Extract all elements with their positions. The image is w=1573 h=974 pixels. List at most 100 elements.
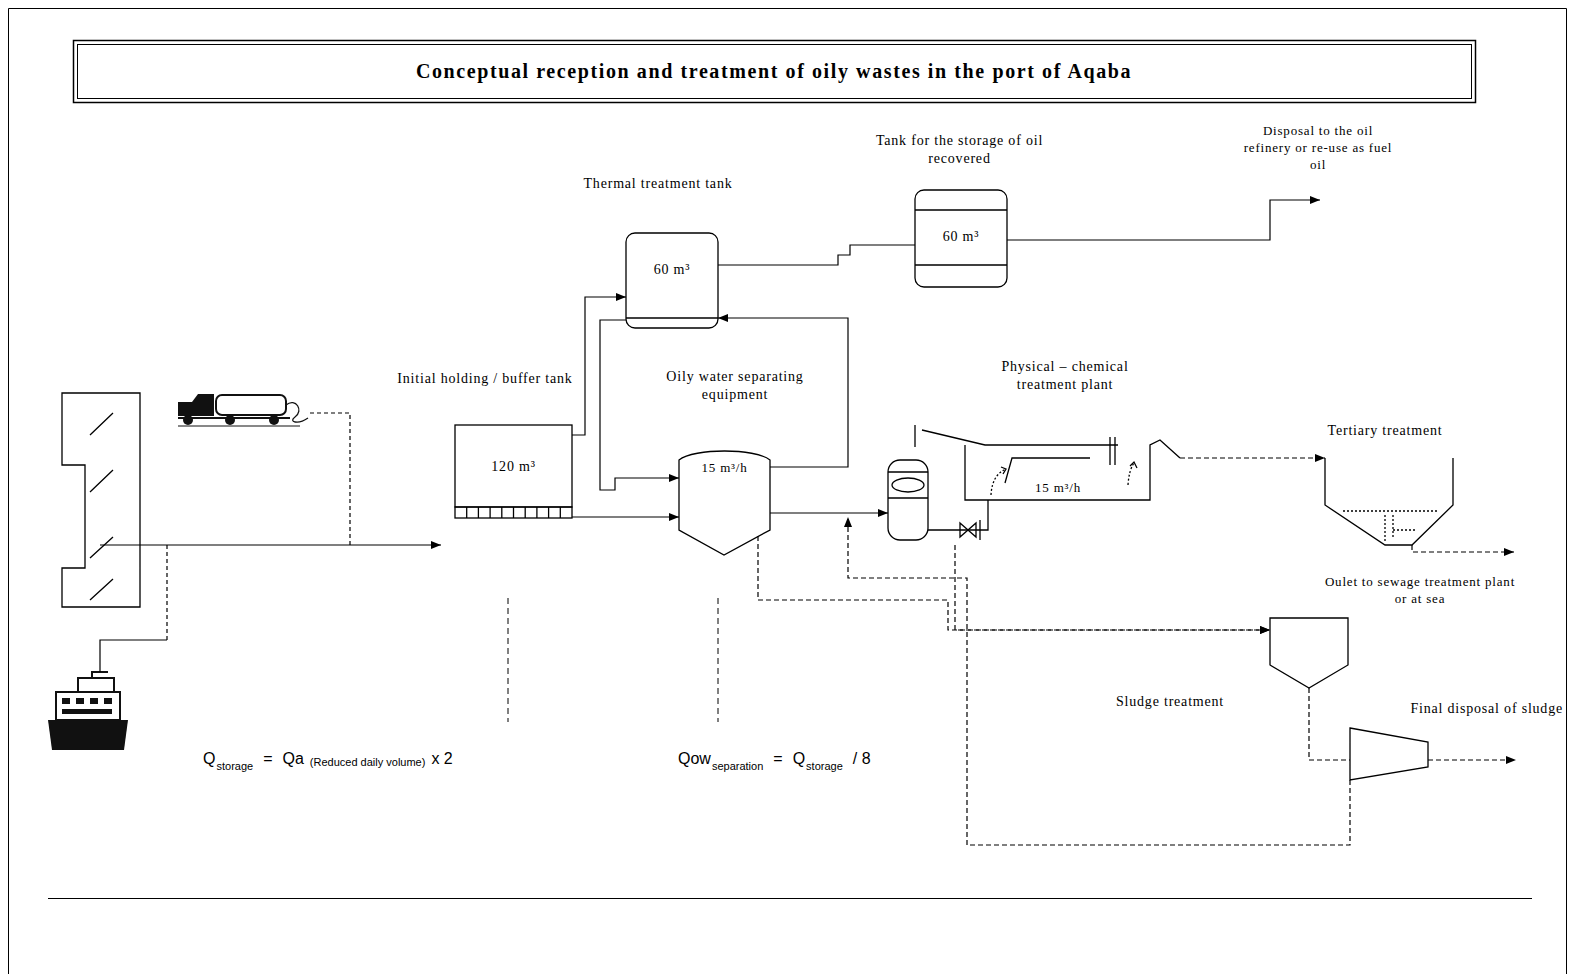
formula-term: = xyxy=(773,750,782,767)
oil-storage-tank: Tank for the storage of oil recovered60 … xyxy=(860,132,1060,289)
buffer-tank-outline xyxy=(560,507,561,518)
tanker-truck xyxy=(216,395,286,415)
sludge-press-outline xyxy=(1350,728,1428,780)
formula-term: Q xyxy=(203,750,215,767)
physico-chemical-plant-outline xyxy=(1128,463,1134,485)
tertiary-clarifier-outline xyxy=(1325,458,1453,545)
formula-term: Qow xyxy=(678,750,711,767)
title-frame xyxy=(78,45,1472,99)
ship xyxy=(78,678,114,692)
physico-chemical-plant: Physical – chemical treatment plant 15 m³… xyxy=(870,358,1190,548)
flow-connector xyxy=(1180,457,1325,458)
physico-chemical-plant-outline xyxy=(1001,467,1006,474)
page-frame xyxy=(9,9,1567,974)
sludge-press-outline xyxy=(1350,728,1428,780)
physico-chemical-plant-outline xyxy=(888,425,1180,545)
physico-chemical-plant-outline xyxy=(922,430,1118,445)
inflow-line xyxy=(166,545,167,640)
sludge-thickener-outline xyxy=(1270,618,1348,688)
bottom-rule xyxy=(48,898,1532,899)
ship xyxy=(48,672,128,750)
tanker-truck xyxy=(183,415,193,425)
thermal-tank-outline xyxy=(626,233,718,328)
tanker-truck xyxy=(269,415,279,425)
formula-term: Q xyxy=(793,750,805,767)
flow-connector xyxy=(718,245,915,265)
tanker-truck xyxy=(225,415,235,425)
flow-connector xyxy=(572,516,679,517)
inflow-line xyxy=(100,544,441,545)
outlet-note: Disposal to the oil refinery or re-use a… xyxy=(1238,122,1398,173)
buffer-tank-outline xyxy=(478,507,479,518)
inflow-line xyxy=(100,640,167,672)
buffer-tank-outline xyxy=(489,507,490,518)
physico-chemical-plant-outline xyxy=(1005,458,1090,483)
node-label: Tertiary treatment xyxy=(1290,422,1480,440)
buffer-tank-outline xyxy=(455,425,572,518)
flow-connector xyxy=(770,512,888,513)
buffer-tank-outline xyxy=(455,425,572,507)
tertiary-clarifier: Tertiary treatment xyxy=(1290,422,1482,548)
physico-chemical-plant-outline xyxy=(928,500,988,530)
oil-storage-tank-outline xyxy=(915,190,1007,287)
sludge-press-outline xyxy=(1350,728,1428,780)
tanker-truck xyxy=(286,403,308,423)
outflow-line xyxy=(1007,200,1320,240)
page-frame xyxy=(9,9,1567,974)
node-label: 60 m³ xyxy=(626,261,718,279)
physico-chemical-plant-outline xyxy=(888,460,928,540)
thermal-tank-outline xyxy=(626,233,718,328)
physico-chemical-plant-outline xyxy=(892,478,924,492)
tank-heading: Tank for the storage of oil recovered xyxy=(872,132,1047,168)
node-label: Sludge treatment xyxy=(1100,693,1240,711)
oil-storage-tank-outline xyxy=(915,190,1007,287)
flow-connector xyxy=(758,536,1270,630)
ship xyxy=(62,709,112,714)
node-label: 15 m³/h xyxy=(1018,479,1098,497)
physico-chemical-plant-outline xyxy=(1130,462,1137,468)
flow-connector xyxy=(955,545,1270,630)
sludge-press-outline xyxy=(1350,728,1428,780)
formula-subscript: storage xyxy=(216,758,253,775)
buffer-tank-outline xyxy=(525,507,526,518)
buffer-tank-outline xyxy=(513,507,514,518)
sludge-thickener-outline xyxy=(1270,618,1348,688)
tanker-truck xyxy=(178,394,214,416)
formula-term: x 2 xyxy=(431,750,452,767)
sludge-thickener: Sludge treatment xyxy=(1100,615,1350,713)
physico-chemical-plant-outline xyxy=(1110,437,1115,465)
title-frame xyxy=(74,41,1476,103)
oil-water-separator-outline xyxy=(679,451,770,555)
buffer-tank-outline xyxy=(536,507,537,518)
ship xyxy=(104,698,112,704)
inflow-line xyxy=(310,413,350,545)
ship xyxy=(92,672,108,678)
oil-storage-tank-outline xyxy=(915,210,1007,265)
formula-term: = xyxy=(263,750,272,767)
outlet-note: Oulet to sewage treatment plant or at se… xyxy=(1320,573,1520,607)
tertiary-clarifier-outline xyxy=(1343,510,1437,511)
diagram-title: Conceptual reception and treatment of oi… xyxy=(80,58,1468,84)
tanker-truck xyxy=(178,394,308,426)
ship xyxy=(90,698,98,704)
formula-note: (Reduced daily volume) xyxy=(310,754,426,771)
outflow-line xyxy=(1007,200,1516,760)
ship xyxy=(48,720,128,750)
tank-heading: Initial holding / buffer tank xyxy=(390,370,580,388)
thermal-tank-outline xyxy=(626,233,718,328)
ship xyxy=(56,692,120,720)
flow-connector xyxy=(572,297,626,435)
formula-subscript: storage xyxy=(806,758,843,775)
outflow-line xyxy=(1412,545,1514,552)
oil-water-separator: Oily water separating equipment15 m³/h xyxy=(635,368,837,558)
quay-building xyxy=(90,413,113,600)
sludge-press: Final disposal of sludge xyxy=(1345,700,1567,783)
thermal-tank-outline xyxy=(626,317,718,318)
thermal-tank-outline xyxy=(626,233,718,328)
inflow-line xyxy=(100,413,441,672)
tank-heading: Physical – chemical treatment plant xyxy=(980,358,1150,394)
node-label: Final disposal of sludge xyxy=(1410,700,1563,718)
sludge-thickener-outline xyxy=(1270,618,1348,688)
title-frame xyxy=(74,41,1476,103)
node-label: 15 m³/h xyxy=(679,459,770,477)
